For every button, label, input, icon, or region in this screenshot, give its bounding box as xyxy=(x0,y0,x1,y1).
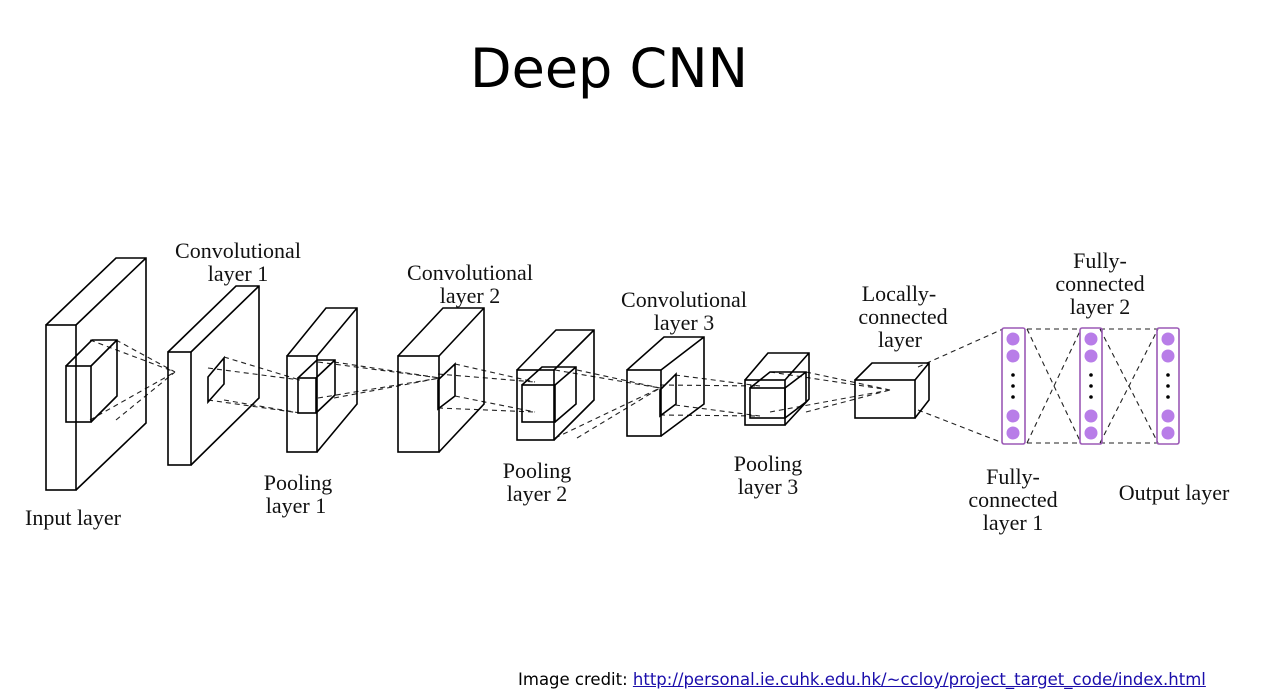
label-fc-1-line-1: Fully- xyxy=(986,464,1040,489)
pooling-layer-1-block xyxy=(286,307,358,453)
fc-layer-2-column xyxy=(1079,327,1103,445)
conv-layer-2-block xyxy=(397,307,485,453)
label-local-line-2: connected xyxy=(858,304,947,329)
fc-layer-1-column xyxy=(1001,327,1026,445)
label-pool-3-line-1: Pooling xyxy=(734,451,802,476)
conv-layer-1-block xyxy=(167,285,260,466)
label-output-layer: Output layer xyxy=(1119,480,1230,505)
image-credit-prefix: Image credit: xyxy=(518,670,633,689)
label-conv-1-line-2: layer 1 xyxy=(208,261,268,286)
slide-title: Deep CNN xyxy=(470,37,748,100)
pooling-layer-2-block xyxy=(516,329,595,441)
label-fc-2-line-2: connected xyxy=(1055,271,1144,296)
label-conv-2-line-1: Convolutional xyxy=(407,260,533,285)
input-layer-block xyxy=(45,257,147,491)
label-pool-3-line-2: layer 3 xyxy=(738,474,798,499)
label-pool-2-line-1: Pooling xyxy=(503,458,571,483)
label-pool-1-line-2: layer 1 xyxy=(266,493,326,518)
label-local-line-3: layer xyxy=(878,327,923,352)
label-conv-3-line-2: layer 3 xyxy=(654,310,714,335)
label-fc-1-line-2: connected xyxy=(968,487,1057,512)
label-fc-2-line-3: layer 2 xyxy=(1070,294,1130,319)
image-credit-link[interactable]: http://personal.ie.cuhk.edu.hk/~ccloy/pr… xyxy=(632,670,1206,689)
cnn-architecture-diagram: Input layer Convolutional layer 1 Poolin… xyxy=(25,238,1230,535)
pooling-layer-3-block xyxy=(744,352,810,426)
output-layer-column xyxy=(1156,327,1180,445)
label-pool-1-line-1: Pooling xyxy=(264,470,332,495)
label-conv-3-line-1: Convolutional xyxy=(621,287,747,312)
label-pool-2-line-2: layer 2 xyxy=(507,481,567,506)
label-input-layer: Input layer xyxy=(25,505,122,530)
label-fc-1-line-3: layer 1 xyxy=(983,510,1043,535)
label-conv-2-line-2: layer 2 xyxy=(440,283,500,308)
conv-layer-3-block xyxy=(626,336,705,437)
image-credit: Image credit: http://personal.ie.cuhk.ed… xyxy=(518,670,1206,689)
locally-connected-layer-block xyxy=(854,362,930,419)
projection-lines xyxy=(89,328,1159,444)
label-conv-1-line-1: Convolutional xyxy=(175,238,301,263)
label-fc-2-line-1: Fully- xyxy=(1073,248,1127,273)
label-local-line-1: Locally- xyxy=(862,281,937,306)
